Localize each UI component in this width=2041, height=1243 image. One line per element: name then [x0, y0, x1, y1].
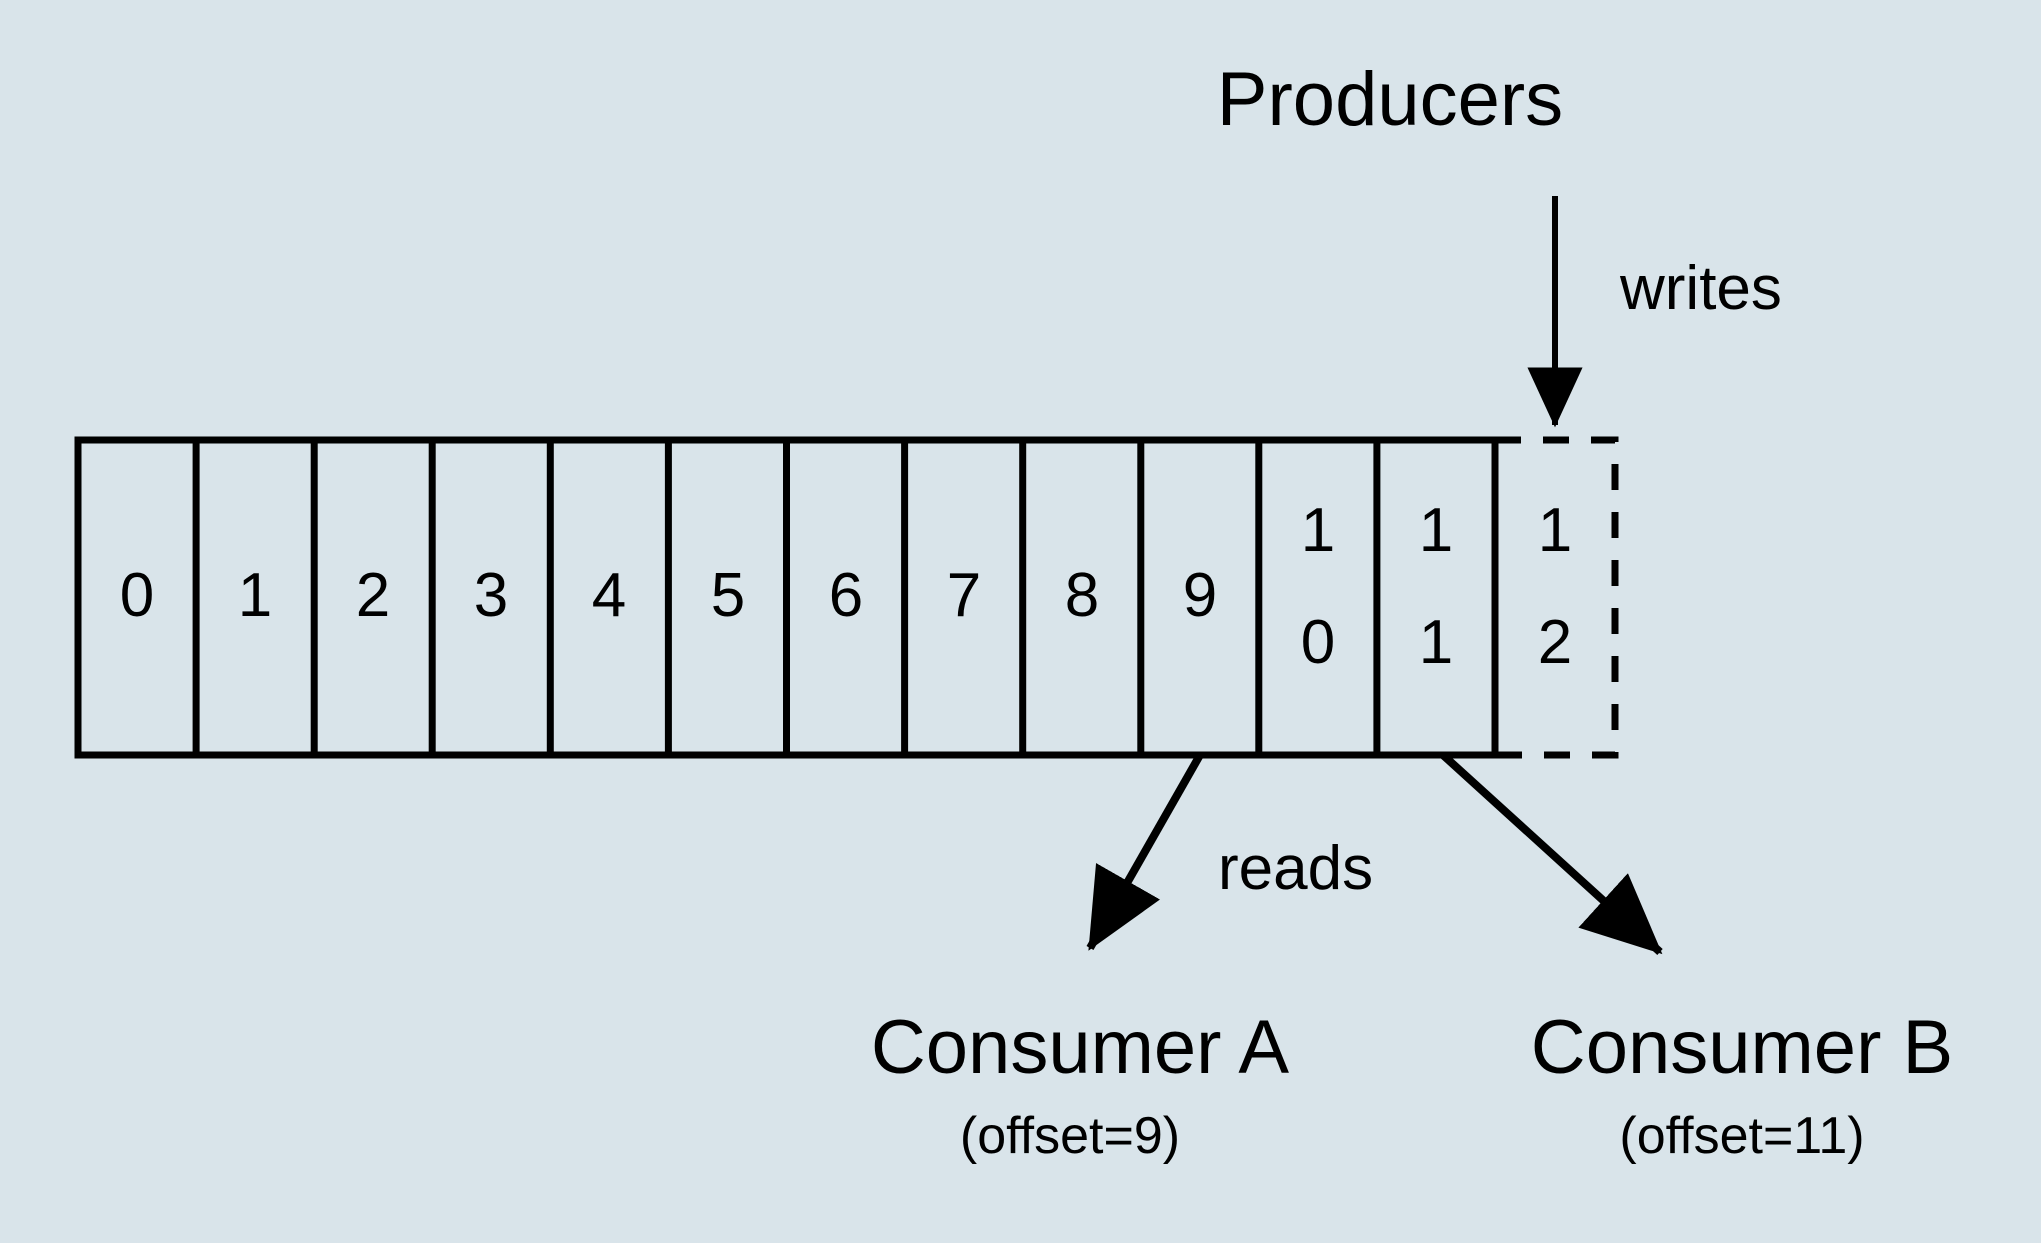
writes-edge-label: writes: [1620, 254, 1782, 323]
log-cell-4: 4: [591, 561, 627, 630]
log-cell-8: 8: [1064, 561, 1100, 630]
consumer-a-read-arrow: [1086, 753, 1204, 951]
log-cell-0: 0: [119, 561, 155, 630]
log-cell-5: 5: [710, 561, 746, 630]
consumer-b-read-arrow: [1440, 752, 1663, 955]
log-cell-11-digit-tens: 1: [1418, 496, 1454, 565]
log-cell-2: 2: [355, 561, 391, 630]
log-cell-1: 1: [237, 561, 273, 630]
log-cell-6: 6: [828, 561, 864, 630]
log-pending-cell-digit-tens: 1: [1537, 496, 1573, 565]
log-cell-dividers: [192, 440, 1381, 755]
consumer-b-offset: (offset=11): [1619, 1107, 1865, 1165]
consumer-a-label: Consumer A: [870, 1005, 1290, 1090]
log-cell-3: 3: [473, 561, 509, 630]
log-cell-9: 9: [1182, 561, 1218, 630]
consumer-a-offset: (offset=9): [959, 1107, 1181, 1165]
log-cell-11-digit-ones: 1: [1418, 608, 1454, 677]
reads-edge-label: reads: [1218, 834, 1374, 903]
consumer-b-label: Consumer B: [1530, 1005, 1954, 1090]
log-cell-10-digit-tens: 1: [1300, 496, 1336, 565]
producers-label: Producers: [1216, 57, 1564, 142]
log-cell-10-digit-ones: 0: [1300, 608, 1336, 677]
log-pending-cell-box: [1491, 436, 1619, 759]
log-pending-cell-digit-ones: 2: [1537, 608, 1573, 677]
log-cell-7: 7: [946, 561, 982, 630]
